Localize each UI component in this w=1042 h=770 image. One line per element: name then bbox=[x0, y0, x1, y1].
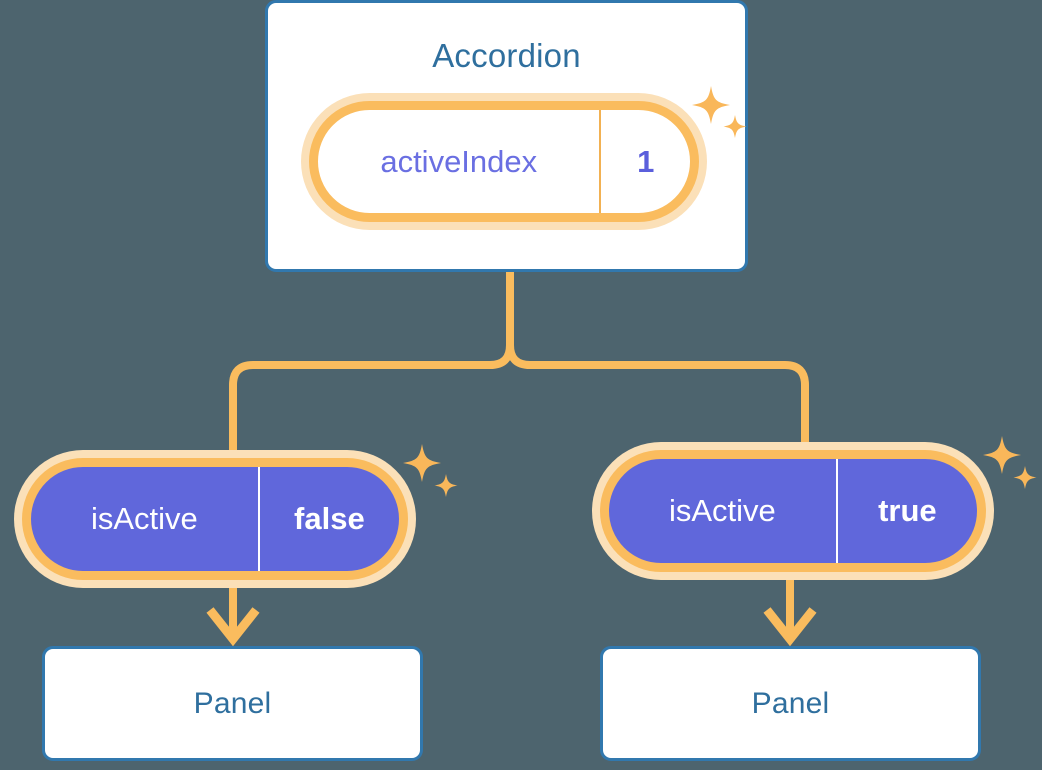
prop-value: 1 bbox=[599, 110, 690, 213]
panel-title: Panel bbox=[751, 686, 830, 720]
panel-card-right[interactable]: Panel bbox=[600, 646, 981, 761]
connector-branch-left bbox=[229, 344, 514, 470]
panel-title: Panel bbox=[193, 686, 272, 720]
prop-name: activeIndex bbox=[380, 143, 538, 179]
prop-pill-active-index[interactable]: activeIndex 1 bbox=[309, 101, 699, 222]
prop-name: isActive bbox=[668, 493, 776, 528]
prop-value: true bbox=[835, 459, 977, 563]
prop-pill-is-active-left[interactable]: isActive false bbox=[22, 458, 408, 580]
connector-branch-right bbox=[506, 344, 809, 470]
accordion-title: Accordion bbox=[432, 37, 581, 74]
prop-name: isActive bbox=[90, 501, 198, 536]
arrow-down-icon bbox=[763, 607, 817, 647]
arrow-down-icon bbox=[206, 607, 260, 647]
prop-pill-is-active-right[interactable]: isActive true bbox=[600, 450, 986, 572]
prop-value: false bbox=[257, 467, 399, 571]
panel-card-left[interactable]: Panel bbox=[42, 646, 423, 761]
